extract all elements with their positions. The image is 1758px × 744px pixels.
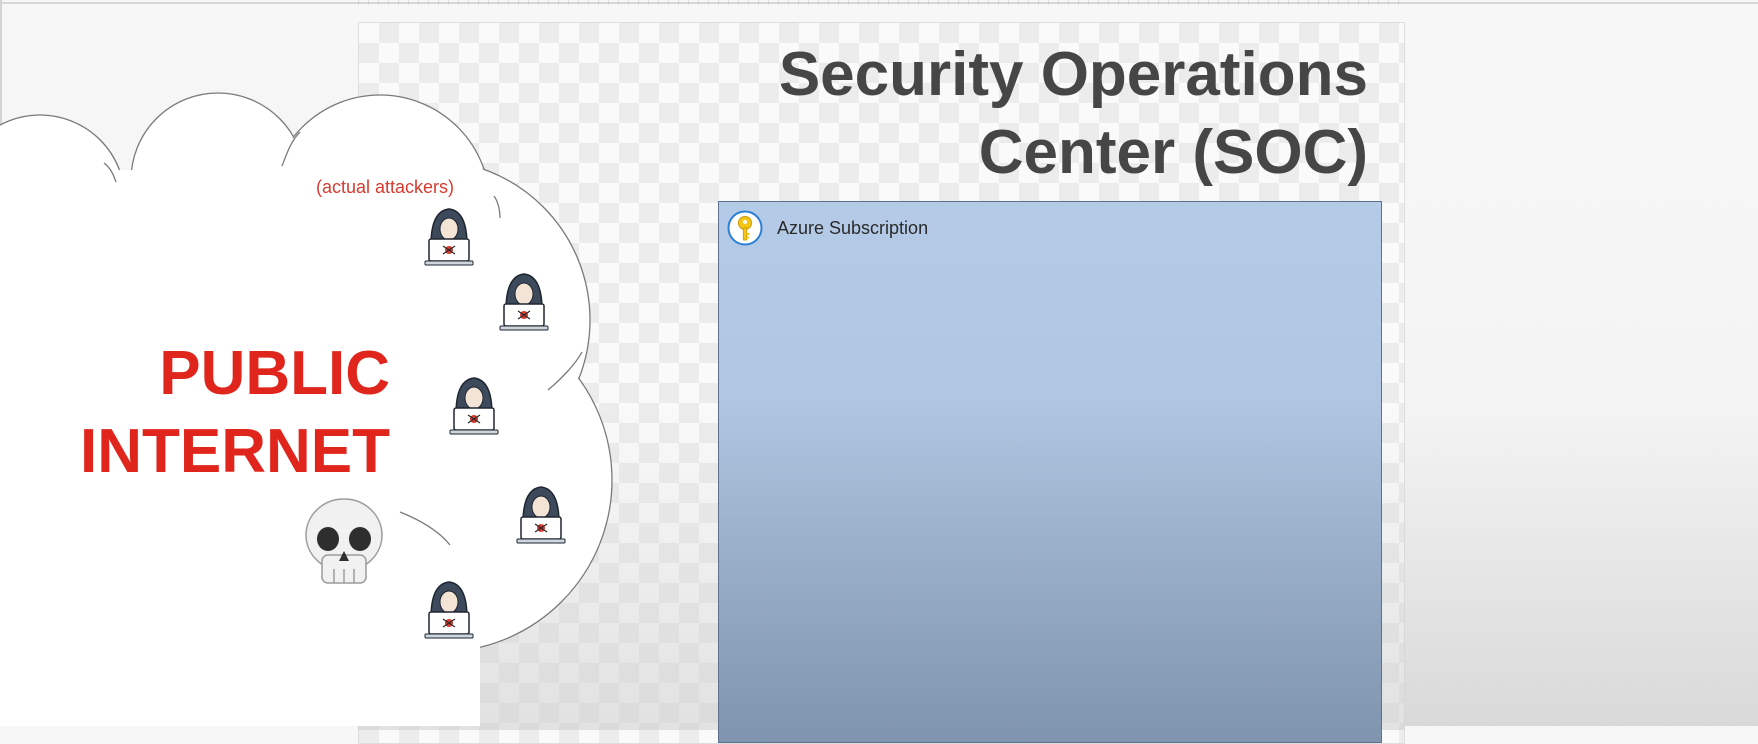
hacker-icon [424,581,474,639]
key-icon [727,210,763,246]
public-internet-label: PUBLIC INTERNET [80,339,390,486]
azure-subscription-header: Azure Subscription [727,210,928,246]
hacker-icon [516,486,566,544]
azure-subscription-box[interactable]: Azure Subscription [718,201,1382,743]
hacker-icon [449,377,499,435]
attackers-label: (actual attackers) [316,177,455,197]
hacker-icon [499,273,549,331]
hacker-icon [424,208,474,266]
ruler-strip [358,0,1403,5]
soc-title: Security Operations Center (SOC) [778,40,1368,187]
azure-subscription-label: Azure Subscription [777,217,929,238]
skull-icon [305,498,383,584]
